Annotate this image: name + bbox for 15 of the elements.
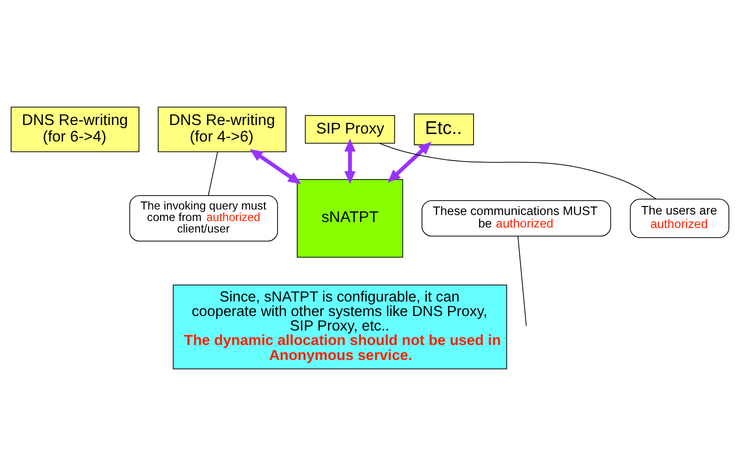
node-box: SIP Proxy <box>304 114 396 144</box>
connector <box>518 235 527 326</box>
arrow <box>388 141 432 182</box>
node-box: The invoking query must come from authorized client/user <box>129 194 278 241</box>
node-box: DNS Re-writing (for 4->6) <box>158 106 286 152</box>
node-box: Since, sNATPT is configurable, it can cooperate with other systems like DNS Proxy, SIP Proxy, etc.. The dynamic allocation should not be used in Anonymous service. <box>172 284 508 369</box>
arrow <box>250 148 302 184</box>
connector <box>208 150 218 196</box>
arrow <box>344 138 356 184</box>
node-box: These communications MUST be authorized <box>422 200 612 236</box>
node-box: The users are authorized <box>630 198 730 238</box>
connector <box>378 142 656 199</box>
node-box: sNATPT <box>296 178 404 258</box>
node-box: DNS Re-writing (for 6->4) <box>10 106 140 152</box>
node-box: Etc.. <box>414 113 474 145</box>
